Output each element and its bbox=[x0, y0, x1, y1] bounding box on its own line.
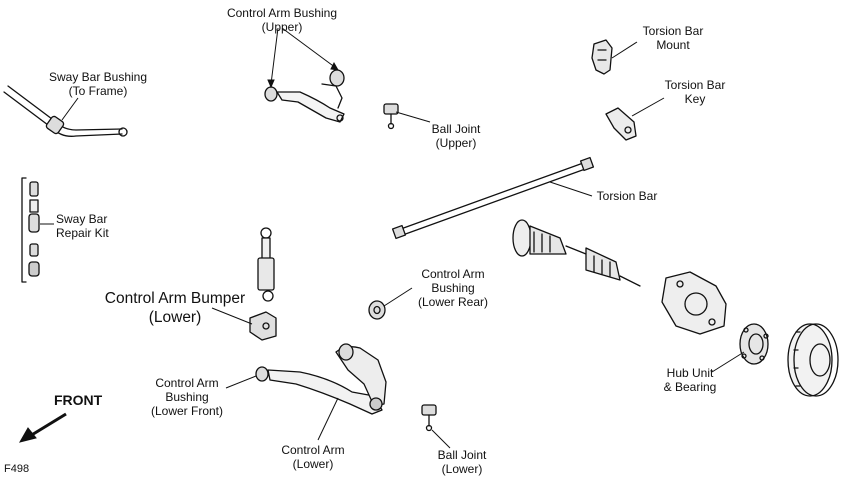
label-torsion-bar-key: Torsion Bar Key bbox=[664, 78, 726, 106]
hub-unit-drawing bbox=[739, 323, 769, 365]
sway-bar-repair-kit-drawing bbox=[21, 177, 40, 283]
steering-knuckle-drawing bbox=[661, 271, 727, 335]
label-control-arm-bushing-upper: Control Arm Bushing (Upper) bbox=[226, 6, 338, 34]
upper-control-arm-drawing bbox=[264, 69, 345, 123]
torsion-bar-mount-drawing bbox=[591, 39, 613, 75]
label-control-arm-bushing-lower-rear: Control Arm Bushing (Lower Rear) bbox=[417, 267, 489, 309]
lower-control-arm-drawing bbox=[255, 343, 387, 415]
label-ball-joint-lower: Ball Joint (Lower) bbox=[437, 448, 487, 476]
label-hub-unit-bearing: Hub Unit & Bearing bbox=[663, 366, 717, 394]
front-label: FRONT bbox=[54, 392, 103, 408]
label-control-arm-bushing-lower-front: Control Arm Bushing (Lower Front) bbox=[150, 376, 224, 418]
label-ball-joint-upper: Ball Joint (Upper) bbox=[431, 122, 481, 150]
shock-absorber-drawing bbox=[257, 227, 275, 302]
label-torsion-bar-mount: Torsion Bar Mount bbox=[642, 24, 704, 52]
ball-joint-lower-drawing bbox=[421, 404, 437, 432]
label-control-arm-lower: Control Arm (Lower) bbox=[281, 443, 345, 471]
front-arrow-icon bbox=[18, 412, 67, 443]
torsion-bar-key-drawing bbox=[605, 107, 637, 141]
label-control-arm-bumper-lower: Control Arm Bumper (Lower) bbox=[104, 290, 246, 326]
label-sway-bar-bushing: Sway Bar Bushing (To Frame) bbox=[48, 70, 148, 98]
control-arm-bumper-drawing bbox=[249, 311, 277, 341]
lower-rear-bushing-drawing bbox=[368, 300, 386, 320]
torsion-bar-drawing bbox=[391, 156, 595, 240]
label-torsion-bar: Torsion Bar bbox=[596, 189, 658, 203]
label-sway-bar-repair-kit: Sway Bar Repair Kit bbox=[56, 212, 109, 240]
figure-id: F498 bbox=[4, 463, 30, 475]
ball-joint-upper-drawing bbox=[383, 103, 399, 130]
sway-bar-drawing bbox=[3, 85, 128, 137]
brake-rotor-drawing bbox=[787, 323, 839, 397]
cv-axle-drawing bbox=[512, 219, 641, 287]
